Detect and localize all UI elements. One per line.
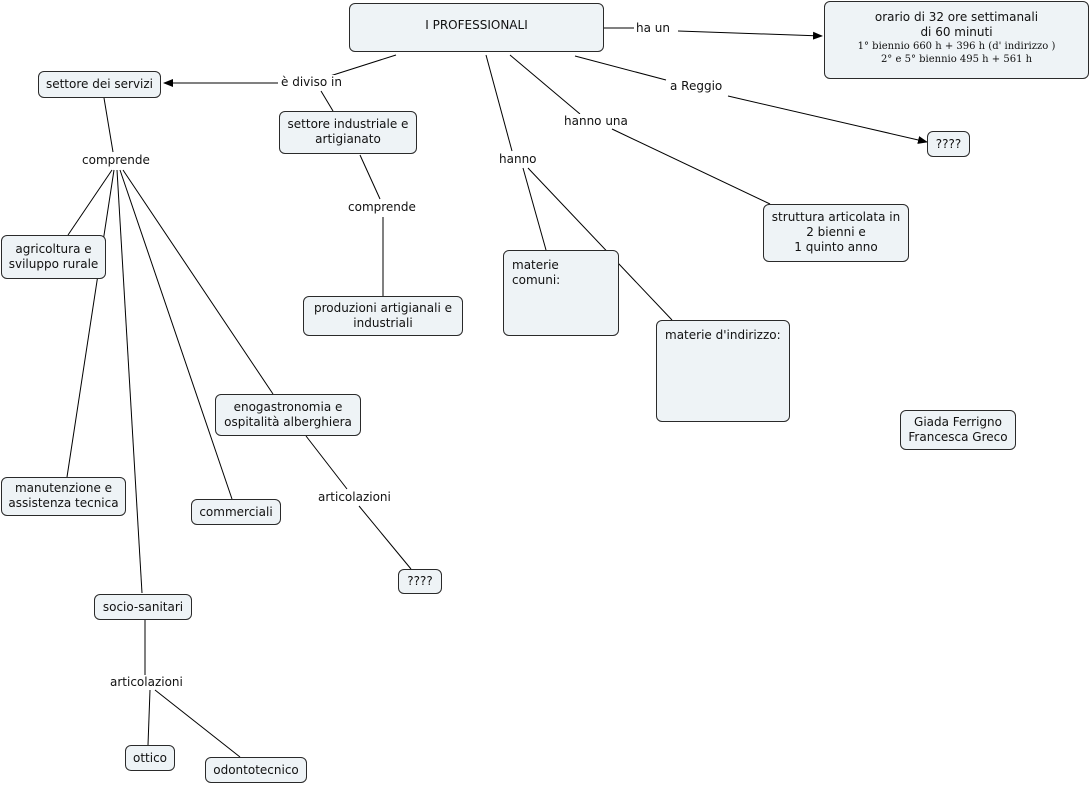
node-socio-label: socio-sanitari [102, 600, 184, 614]
node-materie-indirizzo-label: materie d'indirizzo: [665, 328, 781, 342]
label-hanno-una: hanno una [562, 114, 630, 128]
label-ha-un: ha un [634, 21, 672, 35]
node-enogastronomia[interactable]: enogastronomia e ospitalità alberghiera [215, 394, 361, 436]
node-orario-line2: di 60 minuti [920, 25, 993, 39]
node-commerciali[interactable]: commerciali [191, 499, 281, 525]
node-ottico-label: ottico [132, 751, 168, 765]
node-orario-line4: 2° e 5° biennio 495 h + 561 h [880, 54, 1033, 65]
node-materie-comuni[interactable]: materie comuni: [503, 250, 619, 336]
node-produzioni-line1: produzioni artigianali e [313, 301, 453, 315]
node-autori-line1: Giada Ferrigno [914, 415, 1002, 429]
node-produzioni-line2: industriali [353, 316, 413, 330]
link-root-diviso [329, 54, 397, 77]
label-comprende-servizi: comprende [80, 153, 152, 167]
node-materie-indirizzo[interactable]: materie d'indirizzo: [656, 320, 790, 422]
link-comprende-manutenzione [66, 169, 115, 478]
node-reggio-unknown[interactable]: ???? [927, 131, 970, 157]
node-industriale-line1: settore industriale e [287, 117, 409, 131]
node-enogastronomia-line2: ospitalità alberghiera [224, 415, 352, 429]
link-root-reggio [574, 55, 667, 81]
node-autori[interactable]: Giada Ferrigno Francesca Greco [900, 410, 1016, 450]
node-agricoltura-line2: sviluppo rurale [8, 257, 99, 271]
link-articolazioni-unknown [358, 505, 412, 570]
node-struttura[interactable]: struttura articolata in 2 bienni e 1 qui… [763, 204, 909, 262]
label-a-reggio: a Reggio [668, 79, 725, 93]
node-produzioni[interactable]: produzioni artigianali e industriali [303, 296, 463, 336]
node-manutenzione-line2: assistenza tecnica [8, 496, 119, 510]
link-root-hanno [485, 54, 513, 152]
node-servizi-label: settore dei servizi [45, 77, 154, 91]
node-industriale[interactable]: settore industriale e artigianato [279, 111, 417, 154]
link-comprende-socio [116, 169, 143, 594]
node-eno-unknown[interactable]: ???? [398, 569, 442, 594]
link-articolazioni-ottico [147, 689, 151, 746]
link-hanno-comuni [522, 167, 547, 251]
node-industriale-line2: artigianato [315, 132, 381, 146]
node-odontotecnico[interactable]: odontotecnico [205, 757, 307, 783]
link-ha-un-orario [677, 30, 823, 40]
node-root-label: I PROFESSIONALI [425, 18, 528, 32]
link-hanno-indirizzo [527, 167, 673, 321]
link-comprende-commerciali [119, 169, 233, 500]
label-diviso-in: è diviso in [279, 75, 344, 89]
node-enogastronomia-line1: enogastronomia e [233, 400, 343, 414]
link-comprende-agricoltura [67, 169, 113, 236]
label-hanno: hanno [497, 152, 539, 166]
link-eno-articolazioni [305, 435, 348, 490]
node-autori-line2: Francesca Greco [908, 430, 1008, 444]
node-servizi[interactable]: settore dei servizi [38, 71, 161, 98]
link-articolazioni-odontotecnico [154, 689, 241, 758]
link-reggio-unknown [727, 95, 928, 144]
node-manutenzione-line1: manutenzione e [14, 481, 113, 495]
link-hanno-una-struttura [611, 128, 771, 205]
node-manutenzione[interactable]: manutenzione e assistenza tecnica [1, 477, 126, 516]
node-struttura-line2: 2 bienni e [806, 225, 866, 239]
link-comprende-enogastronomia [122, 169, 274, 395]
node-ottico[interactable]: ottico [125, 745, 175, 771]
node-root[interactable]: I PROFESSIONALI [349, 3, 604, 52]
node-eno-unknown-label: ???? [407, 574, 433, 588]
link-servizi-comprende [103, 97, 114, 153]
link-root-hanno-una [509, 54, 581, 115]
node-agricoltura-line1: agricoltura e [15, 242, 92, 256]
node-orario[interactable]: orario di 32 ore settimanali di 60 minut… [824, 1, 1089, 79]
label-articolazioni-eno: articolazioni [316, 490, 393, 504]
node-struttura-line1: struttura articolata in [771, 210, 901, 224]
node-odontotecnico-label: odontotecnico [213, 763, 299, 777]
node-struttura-line3: 1 quinto anno [794, 240, 878, 254]
node-materie-comuni-label: materie comuni: [512, 258, 561, 287]
node-agricoltura[interactable]: agricoltura e sviluppo rurale [1, 235, 106, 279]
label-articolazioni-socio: articolazioni [108, 675, 185, 689]
node-orario-line1: orario di 32 ore settimanali [874, 10, 1039, 24]
node-orario-line3: 1° biennio 660 h + 396 h (d' indirizzo ) [857, 41, 1056, 52]
link-industriale-comprende [359, 154, 381, 200]
node-socio[interactable]: socio-sanitari [94, 594, 192, 620]
label-comprende-industriale: comprende [346, 200, 418, 214]
node-commerciali-label: commerciali [199, 505, 273, 519]
link-diviso-industriale [320, 90, 334, 112]
node-reggio-unknown-label: ???? [935, 137, 962, 151]
